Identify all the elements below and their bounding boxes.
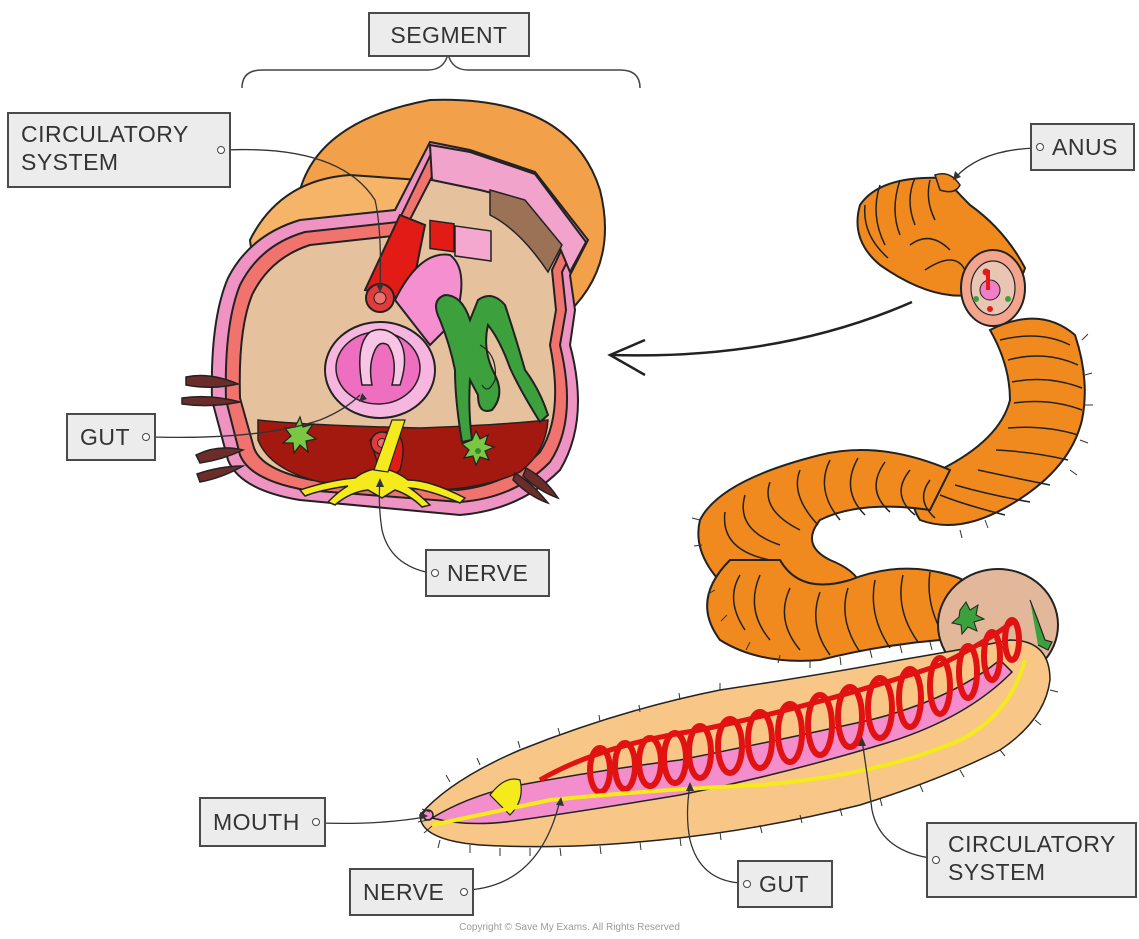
tag-hole bbox=[431, 569, 439, 577]
label-nerve-bottom: NERVE bbox=[349, 868, 474, 916]
label-circulatory-top-line2: SYSTEM bbox=[21, 148, 207, 176]
tag-hole bbox=[932, 856, 940, 864]
label-anus: ANUS bbox=[1030, 123, 1135, 171]
label-segment: SEGMENT bbox=[368, 12, 530, 57]
tag-hole bbox=[217, 146, 225, 154]
label-anus-text: ANUS bbox=[1052, 134, 1118, 160]
label-gut-bottom-text: GUT bbox=[759, 871, 809, 897]
copyright-notice: Copyright © Save My Exams. All Rights Re… bbox=[0, 922, 1139, 933]
zoom-arrow bbox=[612, 302, 912, 355]
label-circulatory-bottom-line1: CIRCULATORY bbox=[948, 830, 1123, 858]
label-circulatory-system-bottom: CIRCULATORY SYSTEM bbox=[926, 822, 1137, 898]
segment-cut-pink bbox=[455, 226, 491, 261]
label-circulatory-system-top: CIRCULATORY SYSTEM bbox=[7, 112, 231, 188]
label-gut-left-text: GUT bbox=[80, 424, 130, 450]
tag-hole bbox=[312, 818, 320, 826]
label-circulatory-top-line1: CIRCULATORY bbox=[21, 120, 207, 148]
tag-hole bbox=[1036, 143, 1044, 151]
label-segment-text: SEGMENT bbox=[390, 22, 507, 48]
tag-hole bbox=[142, 433, 150, 441]
label-gut-bottom: GUT bbox=[737, 860, 833, 908]
label-circulatory-bottom-line2: SYSTEM bbox=[948, 858, 1123, 886]
segment-cross-section bbox=[182, 100, 605, 515]
segment-brace bbox=[242, 54, 640, 88]
label-mouth: MOUTH bbox=[199, 797, 326, 847]
label-nerve-left: NERVE bbox=[425, 549, 550, 597]
label-gut-left: GUT bbox=[66, 413, 156, 461]
tag-hole bbox=[460, 888, 468, 896]
segment-cut-red bbox=[430, 220, 454, 251]
label-mouth-text: MOUTH bbox=[213, 809, 300, 835]
label-nerve-bottom-text: NERVE bbox=[363, 879, 444, 905]
tag-hole bbox=[743, 880, 751, 888]
label-nerve-left-text: NERVE bbox=[447, 560, 528, 586]
